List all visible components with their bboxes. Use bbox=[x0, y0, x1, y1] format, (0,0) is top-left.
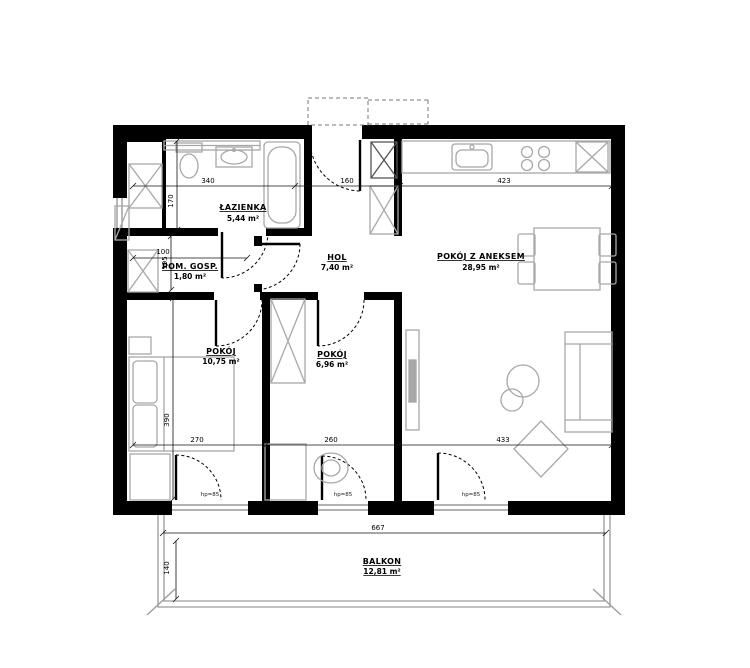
room-label-pokoj-lewy: POKÓJ bbox=[206, 345, 236, 356]
bed bbox=[128, 356, 235, 452]
doors bbox=[174, 139, 486, 501]
dim-bottom-room2: 260 bbox=[324, 436, 337, 444]
entrance-landing bbox=[307, 97, 429, 126]
dim-left-pomgosp: 195 bbox=[161, 256, 169, 269]
furniture bbox=[114, 140, 617, 501]
fridge-icon bbox=[575, 141, 609, 173]
room-area-hol: 7,40 m² bbox=[321, 263, 353, 272]
desk bbox=[264, 443, 307, 501]
room-label-hol: HOL bbox=[327, 253, 347, 262]
dim-bottom-room1: 270 bbox=[190, 436, 203, 444]
nightstand bbox=[128, 336, 152, 355]
bathroom-door-arc bbox=[221, 231, 269, 279]
window-label-2: hp=85 bbox=[334, 492, 353, 498]
room-area-pom-gosp: 1,80 m² bbox=[174, 272, 206, 281]
sofa bbox=[564, 331, 613, 433]
room-label-pom-gosp: POM. GOSP. bbox=[162, 262, 218, 271]
room-area-pokoj-z-aneksem: 28,95 m² bbox=[462, 263, 499, 272]
dim-top-entry: 160 bbox=[340, 177, 353, 185]
dim-pomgosp-width: 100 bbox=[156, 248, 169, 256]
window-label-3: hp=85 bbox=[462, 492, 481, 498]
kitchen-sink-icon bbox=[451, 143, 493, 171]
window-sill-labels: hp=85 hp=85 hp=85 bbox=[201, 492, 481, 498]
wardrobe-pomgosp bbox=[127, 249, 159, 293]
coffee-table bbox=[500, 364, 540, 412]
room-label-lazienka: ŁAZIENKA bbox=[218, 203, 267, 212]
duct-hatch bbox=[114, 205, 130, 241]
dim-top-bath: 340 bbox=[201, 177, 214, 185]
bedroom2-door-arc bbox=[317, 299, 365, 347]
room-label-pokoj-srodkowy: POKÓJ bbox=[317, 348, 347, 359]
toilet-icon bbox=[175, 142, 203, 179]
dimension-lines bbox=[129, 137, 616, 603]
balcony-outline bbox=[146, 515, 622, 616]
kitchen-counter bbox=[401, 140, 611, 174]
wardrobe-bedroom2 bbox=[270, 298, 306, 384]
bathtub-icon bbox=[263, 141, 301, 229]
room-label-balkon: BALKON bbox=[363, 557, 402, 566]
entrance-door-arc bbox=[309, 139, 361, 192]
dining-chairs bbox=[517, 233, 617, 285]
dining-table bbox=[533, 227, 601, 291]
window-glazing bbox=[116, 198, 508, 511]
window-label-1: hp=85 bbox=[201, 492, 220, 498]
hall-cabinet bbox=[369, 185, 399, 235]
armchair-diamond bbox=[513, 420, 569, 478]
bathroom-shelf bbox=[163, 140, 261, 151]
tv-bench bbox=[405, 329, 420, 431]
walls bbox=[113, 125, 625, 515]
dim-top-living: 423 bbox=[497, 177, 510, 185]
sink-icon bbox=[215, 146, 253, 168]
room-area-lazienka: 5,44 m² bbox=[227, 214, 259, 223]
room-labels: ŁAZIENKA 5,44 m² POM. GOSP. 1,80 m² HOL … bbox=[162, 203, 525, 576]
bedroom1-door-arc bbox=[215, 299, 263, 347]
dimension-text: 340 160 423 170 195 100 390 270 260 433 … bbox=[156, 177, 510, 575]
balcony-door1-arc bbox=[175, 454, 222, 501]
room-area-pokoj-lewy: 10,75 m² bbox=[202, 357, 239, 366]
balcony-door2-arc bbox=[321, 455, 367, 501]
pomgosp-door-arc bbox=[253, 243, 301, 291]
shaft-box bbox=[370, 141, 398, 179]
dim-balcony-width: 667 bbox=[371, 524, 384, 532]
dim-left-bath: 170 bbox=[167, 194, 175, 207]
room-area-pokoj-srodkowy: 6,96 m² bbox=[316, 360, 348, 369]
dim-balcony-depth: 140 bbox=[163, 561, 171, 574]
dim-left-room: 390 bbox=[163, 413, 171, 426]
room-area-balkon: 12,81 m² bbox=[363, 567, 400, 576]
desk-chair bbox=[313, 452, 349, 484]
dresser bbox=[129, 453, 171, 501]
room-label-pokoj-z-aneksem: POKÓJ Z ANEKSEM bbox=[437, 250, 525, 261]
dim-bottom-living: 433 bbox=[496, 436, 509, 444]
stove-icon bbox=[520, 145, 551, 172]
balcony-door3-arc bbox=[437, 452, 486, 501]
